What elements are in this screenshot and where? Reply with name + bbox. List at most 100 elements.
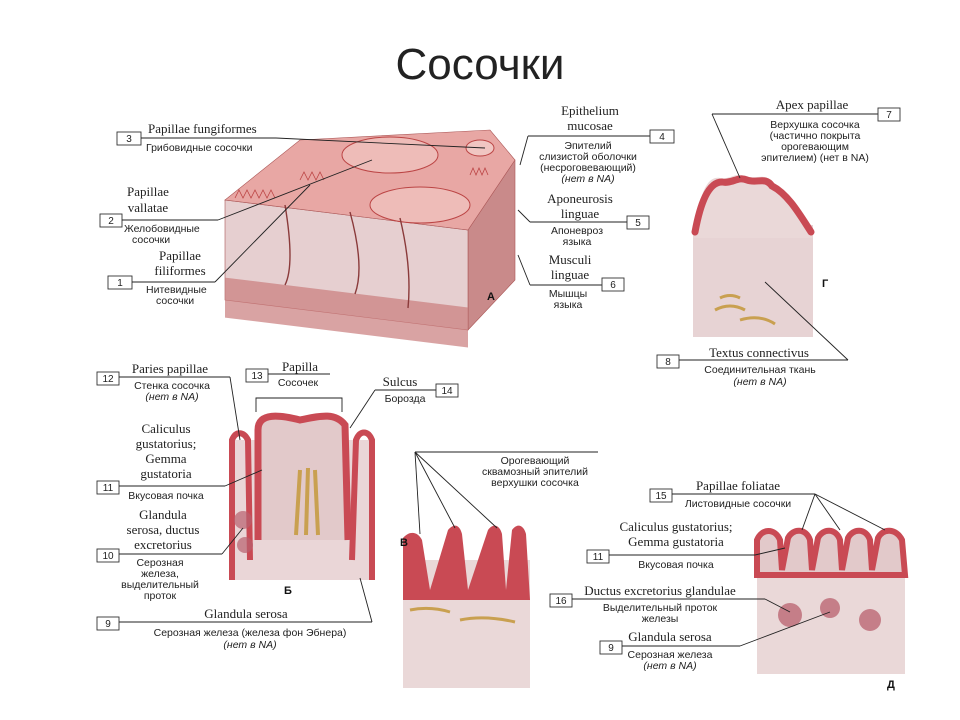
panel-d-foliate-surface [754,527,909,578]
label-text: Желобовидные [124,223,200,235]
label-text: gustatorius; [136,436,197,451]
label-number-box [435,383,459,398]
panel-v-filiform-papillae [403,525,530,688]
label-text: Серозная железа (железа фон Эбнера) [154,627,347,639]
label-text: проток [144,590,177,602]
leader-line [814,493,886,531]
label-number-box [99,213,123,228]
leader-line [517,254,531,286]
label-text: Листовидные сосочки [685,498,791,510]
label-text: Нитевидные [146,284,207,296]
label-text: linguae [551,267,589,282]
label-text: сосочки [156,295,194,307]
label-text: Ductus excretorius glandulae [584,583,736,598]
leader-line [255,397,343,412]
panel-d-foliate-papillae [754,527,909,674]
label-text: Aponeurosis [547,191,613,206]
label-11-b: Caliculus gustatorius; Gemma gustatoria … [96,421,263,502]
leader-line [519,135,529,166]
label-text: слизистой оболочки [539,151,637,163]
label-number-box [96,616,120,631]
slide-title: Сосочки [395,40,565,89]
label-text: Серозная железа [628,649,713,661]
label-text: Грибовидные сосочки [146,142,253,154]
label-text: Эпителий [564,140,611,152]
panel-g-gland-streaks [714,294,776,326]
label-number-box [549,593,573,608]
leader-line [217,159,373,221]
leader-line [517,209,531,223]
label-15: 15 Papillae foliatae Листовидные сосочки [649,478,886,531]
label-text: Caliculus gustatorius; [619,519,732,534]
label-text: Caliculus [141,421,190,436]
label-text: 15 [655,491,667,502]
label-text: Сосочек [278,377,319,389]
label-text: 9 [608,643,614,654]
label-v: Орогевающий сквамозный эпителий верхушки… [414,451,598,535]
panel-b-papilla-body [258,416,348,540]
label-text: linguae [561,206,599,221]
panel-g-epithelium [691,175,815,236]
label-text: Musculi [549,252,592,267]
block-vallate-papilla-1 [341,136,439,174]
label-text: Papillae [127,184,169,199]
label-text: 16 [555,596,567,607]
panel-b-vallate-papilla [229,412,375,580]
leader-line [764,598,791,613]
label-text: Соединительная ткань [704,364,816,376]
label-number-box [649,488,673,503]
label-10: Glandula serosa, ductus excretorius 10 С… [96,507,244,602]
label-text: языка [554,299,583,311]
leader-line [229,376,241,441]
label-number-box [601,277,625,292]
panel-letter-b: Б [284,585,292,597]
leader-line [814,493,841,531]
label-text: Вкусовая почка [638,559,714,571]
label-text: (частично покрыта [770,130,861,142]
label-1: Papillae filiformes 1 Нитевидные сосочки [107,184,311,307]
leader-line [414,451,421,535]
label-14: Sulcus 14 Борозда [349,374,459,429]
label-text: Glandula [139,507,187,522]
label-4: Epithelium mucosae 4 Эпителий слизистой … [519,103,675,185]
label-8: 8 Textus connectivus Соединительная ткан… [656,281,849,388]
label-text: Серозная [136,557,183,569]
leader-line [214,184,311,283]
label-text: 4 [659,132,665,143]
label-number-box [649,129,675,144]
label-5: Aponeurosis linguae 5 Апоневроз языка [517,191,650,248]
label-number-box [626,215,650,230]
panel-g-papilla [691,174,815,337]
block-papilla-cut-1 [284,204,291,286]
leader-line [754,547,786,556]
label-2: Papillae vallatae 2 Желобовидные сосочки [99,159,373,246]
label-text: Борозда [385,393,426,405]
panel-v-filiform-spikes [403,525,530,600]
leader-line [221,527,244,555]
label-13: 13 Papilla Сосочек [245,359,343,412]
panel-letter-a: А [487,291,495,303]
panel-b-wall-right [349,429,375,580]
leader-line [711,113,741,179]
label-text: vallatae [128,200,169,215]
label-number-box [96,548,120,563]
label-text: 12 [102,374,114,385]
leader-line [224,469,263,487]
label-text: Мышцы [549,288,587,300]
label-text: 1 [117,278,123,289]
leader-line [349,389,376,429]
label-text: Paries papillae [132,361,208,376]
label-text: Выделительный проток [603,602,718,614]
panel-g-connective [693,225,813,337]
label-12: 12 Paries papillae Стенка сосочка (нет в… [96,361,241,441]
label-text: Апоневроз [551,225,603,237]
label-text: 7 [886,110,892,121]
label-text: эпителием) (нет в NA) [761,152,869,164]
label-text: верхушки сосочка [491,477,579,489]
label-text: serosa, ductus [127,522,200,537]
label-number-box [107,275,133,290]
label-text: железа, [141,568,179,580]
block-papilla-cut-2 [349,211,360,295]
label-text: 10 [102,551,114,562]
label-text: excretorius [134,537,192,552]
